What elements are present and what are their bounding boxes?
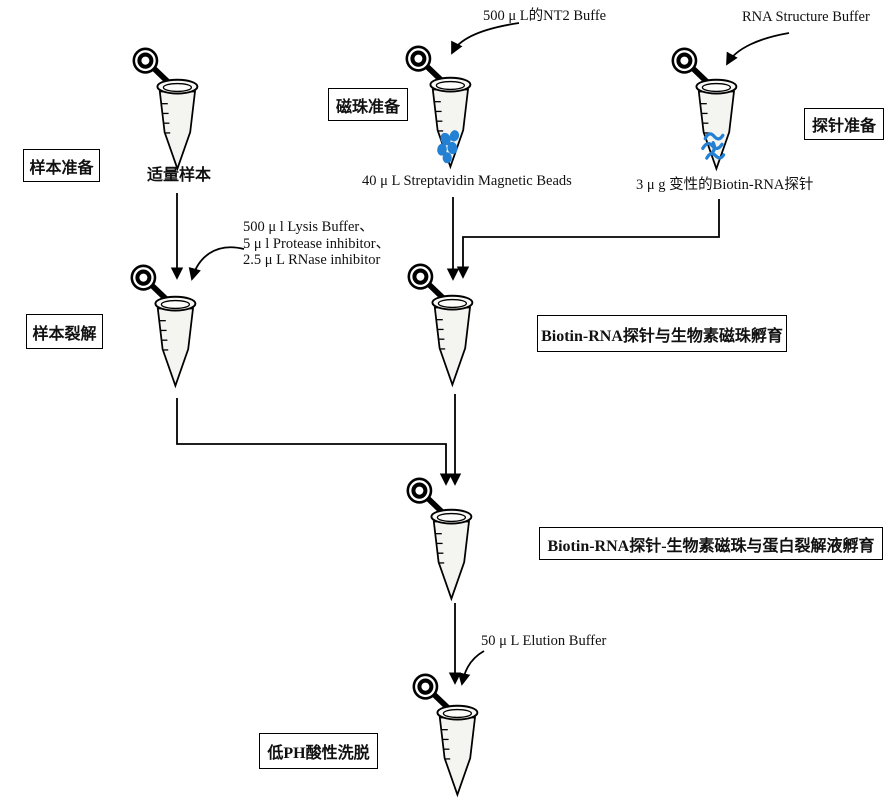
annotation-nt2-buffer: 500 μ L的NT2 Buffe bbox=[483, 8, 607, 24]
step-box-acid-elution: 低PH酸性洗脱 bbox=[259, 733, 378, 769]
annotation-lysis-mix: 500 μ l Lysis Buffer、 5 μ l Protease inh… bbox=[243, 219, 390, 269]
annotation-probe-amount: 3 μ g 变性的Biotin-RNA探针 bbox=[636, 177, 814, 193]
step-box-sample-lysis: 样本裂解 bbox=[26, 314, 103, 349]
tube-rna-probe-icon bbox=[673, 49, 737, 169]
lysis-mix-line-1: 500 μ l Lysis Buffer、 bbox=[243, 219, 374, 235]
tube-complex-incubation-icon bbox=[408, 479, 472, 599]
tube-probe-bead-incubation-icon bbox=[409, 265, 473, 385]
arrow-lysis-mix bbox=[188, 246, 245, 281]
tube-lysis-icon bbox=[132, 266, 196, 386]
tube-sample-icon bbox=[134, 49, 198, 169]
arrow-elution-buffer bbox=[457, 650, 485, 686]
arrow-lysate-to-complex bbox=[176, 398, 453, 486]
lysis-mix-line-3: 2.5 μ L RNase inhibitor bbox=[243, 252, 381, 268]
arrow-rna-structure-buffer bbox=[726, 32, 790, 66]
tube-magnetic-beads-icon bbox=[407, 47, 471, 167]
arrow-probe-to-incubation bbox=[456, 199, 720, 279]
step-box-beads-prep: 磁珠准备 bbox=[328, 88, 408, 121]
arrow-nt2-buffer bbox=[451, 22, 520, 55]
annotation-beads-amount: 40 μ L Streptavidin Magnetic Beads bbox=[362, 173, 572, 189]
step-box-complex-incubation: Biotin-RNA探针-生物素磁珠与蛋白裂解液孵育 bbox=[539, 527, 883, 560]
step-box-probe-bead-incubation: Biotin-RNA探针与生物素磁珠孵育 bbox=[537, 315, 787, 352]
lysis-mix-line-2: 5 μ l Protease inhibitor、 bbox=[243, 235, 391, 252]
annotation-rna-structure-buffer: RNA Structure Buffer bbox=[742, 9, 870, 25]
step-box-sample-prep: 样本准备 bbox=[23, 149, 100, 182]
step-box-probe-prep: 探针准备 bbox=[804, 108, 884, 140]
tube-elution-icon bbox=[414, 675, 478, 795]
annotation-elution-buffer: 50 μ L Elution Buffer bbox=[481, 633, 607, 649]
annotation-sample-amount: 适量样本 bbox=[147, 167, 212, 184]
